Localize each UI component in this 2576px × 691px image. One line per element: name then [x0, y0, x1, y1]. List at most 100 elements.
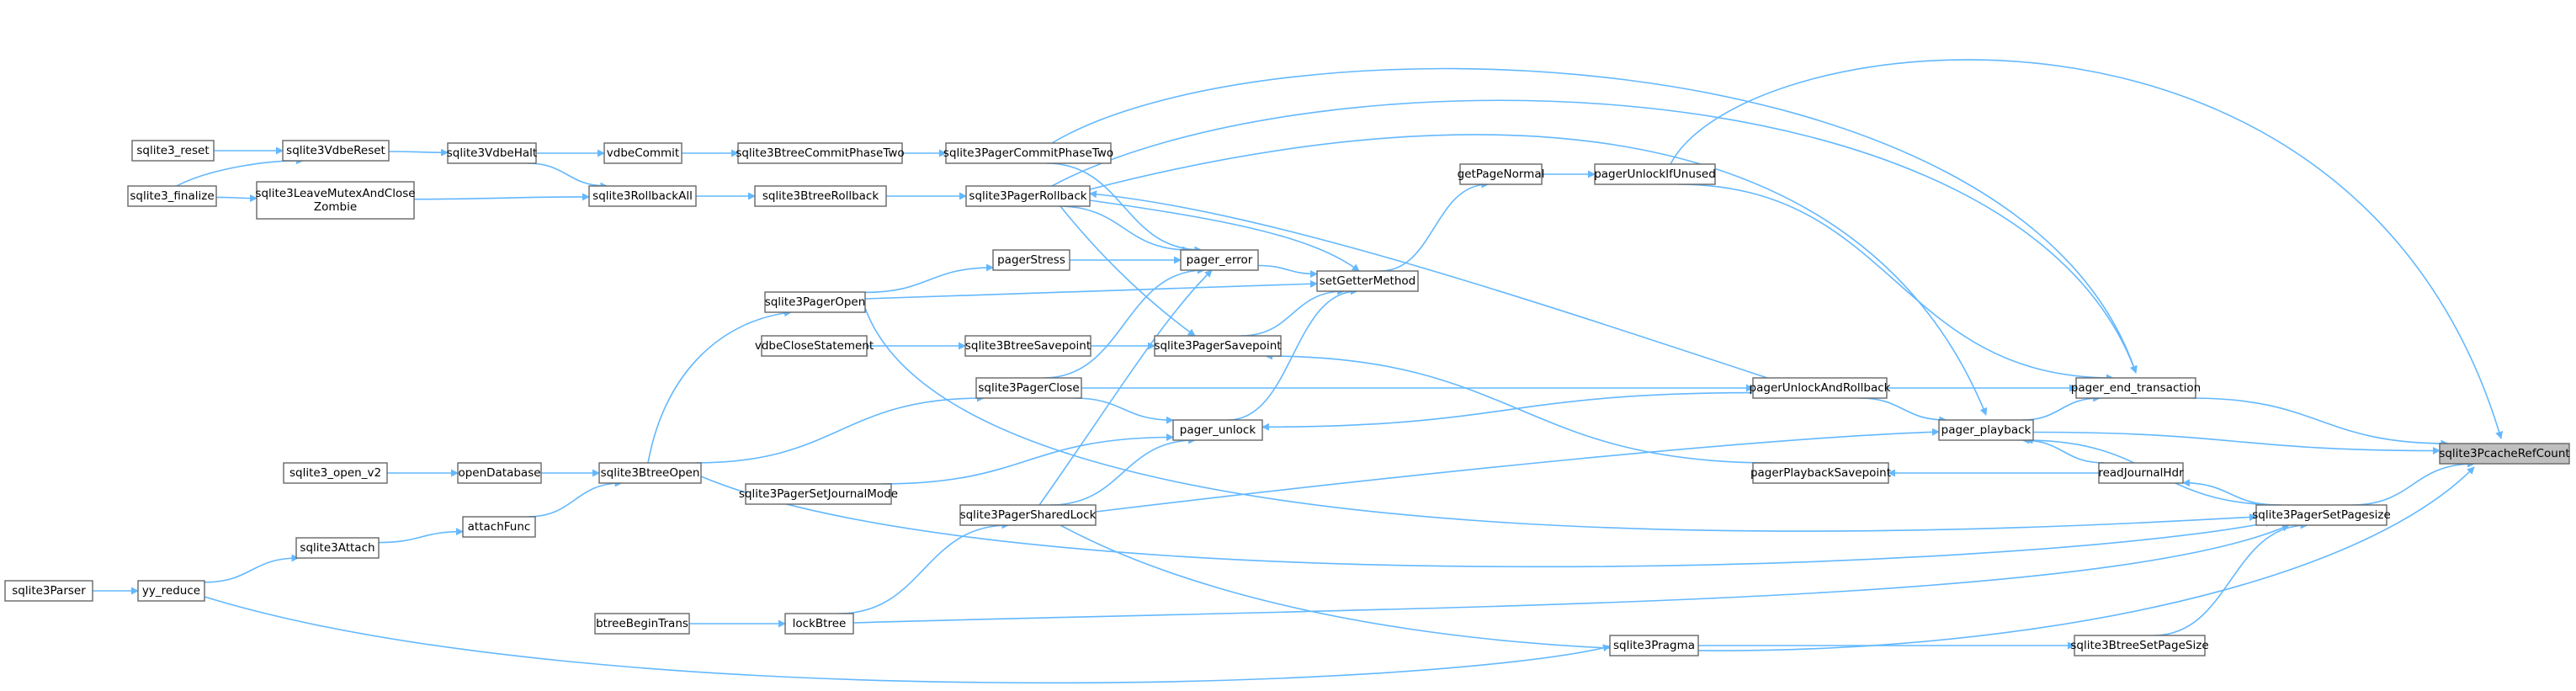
node-sqlite3pageropen[interactable]: sqlite3PagerOpen — [764, 291, 866, 313]
node-lockbtree[interactable]: lockBtree — [784, 613, 854, 635]
edge-path — [1677, 183, 2114, 382]
edge-path — [388, 148, 449, 157]
node-sqlite3vdbereset[interactable]: sqlite3VdbeReset — [282, 140, 390, 162]
edge-sqlite3pagersharedlock-to-sqlite3pcacherefcount — [1060, 466, 2475, 651]
edge-sqlite3pageropen-to-pagerstress — [864, 263, 994, 294]
node-readjournalhdr[interactable]: readJournalHdr — [2098, 462, 2184, 484]
node-sqlite3pagersharedlock[interactable]: sqlite3PagerSharedLock — [959, 504, 1097, 526]
node-pagerunlockandrollback[interactable]: pagerUnlockAndRollback — [1750, 377, 1891, 399]
node-sqlite3pagersavepoint[interactable]: sqlite3PagerSavepoint — [1154, 335, 1282, 357]
node-box — [4, 580, 93, 602]
edge-path — [527, 162, 608, 190]
node-vdbeclosestatement[interactable]: vdbeCloseStatement — [755, 335, 874, 357]
edge-pager-playback-to-sqlite3pcacherefcount — [2032, 431, 2441, 454]
node-pager-playback[interactable]: pager_playback — [1938, 419, 2034, 441]
edge-pager-playback-to-pager-end-transaction — [2021, 394, 2101, 421]
node-label: pagerPlaybackSavepoint — [1750, 466, 1891, 480]
edge-path — [881, 433, 1174, 485]
node-label: readJournalHdr — [2098, 466, 2184, 480]
node-attachfunc[interactable]: attachFunc — [462, 516, 536, 538]
node-pager-unlock[interactable]: pager_unlock — [1172, 419, 1263, 441]
node-btreebegintrans[interactable]: btreeBeginTrans — [594, 613, 690, 635]
node-sqlite3btreesetpagesize[interactable]: sqlite3BtreeSetPageSize — [2070, 635, 2209, 656]
node-sqlite3btreerollback[interactable]: sqlite3BtreeRollback — [754, 185, 887, 207]
edge-path — [215, 194, 258, 203]
node-sqlite3pagerclose[interactable]: sqlite3PagerClose — [975, 377, 1082, 399]
edge-pager-unlock-to-setgettermethod — [1228, 287, 1358, 421]
edge-path — [1089, 134, 1988, 416]
node-sqlite3rollbackall[interactable]: sqlite3RollbackAll — [588, 185, 697, 207]
node-opendatabase[interactable]: openDatabase — [457, 462, 542, 484]
edge-setgettermethod-to-getpagenormal — [1379, 180, 1490, 272]
node-label: pager_playback — [1941, 423, 2032, 437]
edge-path — [2192, 397, 2449, 448]
node-sqlite3pagerrollback[interactable]: sqlite3PagerRollback — [965, 185, 1091, 207]
edge-path — [694, 394, 985, 464]
node-box — [2074, 635, 2206, 656]
edge-sqlite3pagerrollback-to-pager-playback — [1089, 134, 1988, 416]
node-sqlite3pcacherefcount[interactable]: sqlite3PcacheRefCount — [2439, 443, 2570, 465]
edge-path — [1859, 397, 1947, 424]
node-sqlite3pagercommitphasetwo[interactable]: sqlite3PagerCommitPhaseTwo — [943, 142, 1113, 164]
node-label: pagerUnlockIfUnused — [1594, 167, 1716, 181]
edge-sqlite3pagerrollback-to-sqlite3pagersavepoint — [1060, 205, 1196, 337]
node-sqlite3btreesavepoint[interactable]: sqlite3BtreeSavepoint — [964, 335, 1091, 357]
node-vdbecommit[interactable]: vdbeCommit — [603, 142, 683, 164]
node-label: sqlite3Pragma — [1613, 639, 1695, 652]
edge-yy-reduce-to-sqlite3pragma — [204, 596, 1611, 684]
node-label: sqlite3PagerSavepoint — [1154, 339, 1281, 353]
node-box — [127, 185, 217, 207]
edge-sqlite3pagercommitphasetwo-to-pager-error — [1046, 162, 1203, 254]
node-sqlite3parser[interactable]: sqlite3Parser — [4, 580, 93, 602]
edge-sqlite3pagersharedlock-to-pager-unlock — [1050, 436, 1197, 506]
node-pager-end-transaction[interactable]: pager_end_transaction — [2071, 377, 2201, 399]
node-sqlite3btreeopen[interactable]: sqlite3BtreeOpen — [598, 462, 702, 484]
node-label: attachFunc — [468, 520, 531, 534]
node-label: sqlite3VdbeHalt — [447, 146, 537, 160]
node-getpagenormal[interactable]: getPageNormal — [1458, 163, 1545, 185]
edge-path — [2154, 521, 2308, 636]
node-sqlite3-reset[interactable]: sqlite3_reset — [131, 140, 215, 162]
node-box — [964, 335, 1091, 357]
node-label: sqlite3BtreeSetPageSize — [2070, 639, 2208, 652]
node-box — [447, 142, 537, 164]
node-label: sqlite3PagerOpen — [765, 295, 866, 309]
node-pagerplaybacksavepoint[interactable]: pagerPlaybackSavepoint — [1750, 462, 1891, 484]
node-sqlite3pagersetjournalmode[interactable]: sqlite3PagerSetJournalMode — [739, 483, 898, 505]
node-label: sqlite3_finalize — [130, 189, 214, 203]
node-label: sqlite3PagerRollback — [969, 189, 1086, 203]
node-pagerunlockifunused[interactable]: pagerUnlockIfUnused — [1594, 163, 1716, 185]
node-label: sqlite3PagerClose — [978, 381, 1079, 395]
node-sqlite3-finalize[interactable]: sqlite3_finalize — [127, 185, 217, 207]
node-box — [1459, 163, 1543, 185]
node-sqlite3pragma[interactable]: sqlite3Pragma — [1609, 635, 1699, 656]
edge-sqlite3pageropen-to-setgettermethod — [864, 279, 1318, 300]
node-pagerstress[interactable]: pagerStress — [992, 249, 1070, 271]
node-sqlite3btreecommitphasetwo[interactable]: sqlite3BtreeCommitPhaseTwo — [736, 142, 905, 164]
edge-sqlite3btreeopen-to-sqlite3pagerclose — [694, 394, 985, 464]
node-box — [764, 291, 866, 313]
node-sqlite3attach[interactable]: sqlite3Attach — [295, 537, 380, 559]
node-label: yy_reduce — [142, 584, 200, 598]
node-sqlite3-open-v2[interactable]: sqlite3_open_v2 — [283, 462, 388, 484]
node-box — [1752, 377, 1888, 399]
node-label: pager_error — [1187, 253, 1253, 267]
node-yy-reduce[interactable]: yy_reduce — [137, 580, 205, 602]
edge-path — [1089, 199, 1360, 272]
node-pager-error[interactable]: pager_error — [1180, 249, 1259, 271]
edge-path — [2182, 479, 2279, 506]
edge-path — [1051, 99, 2138, 374]
edge-path — [204, 554, 300, 583]
node-box — [2439, 443, 2570, 465]
node-sqlite3pagersetpagesize[interactable]: sqlite3PagerSetPagesize — [2252, 504, 2391, 526]
edge-sqlite3pagerclose-to-pager-error — [1044, 266, 1205, 379]
node-sqlite3vdbehalt[interactable]: sqlite3VdbeHalt — [447, 142, 537, 164]
edge-sqlite3pageropen-to-sqlite3pagersetpagesize — [864, 307, 2257, 532]
edge-sqlite3pagersharedlock-to-pager-error — [1038, 269, 1213, 506]
edge-path — [1060, 205, 1196, 337]
node-box — [745, 483, 892, 505]
node-label: sqlite3PagerSharedLock — [960, 508, 1097, 522]
node-label: sqlite3BtreeCommitPhaseTwo — [736, 146, 904, 160]
node-setgettermethod[interactable]: setGetterMethod — [1316, 270, 1419, 292]
